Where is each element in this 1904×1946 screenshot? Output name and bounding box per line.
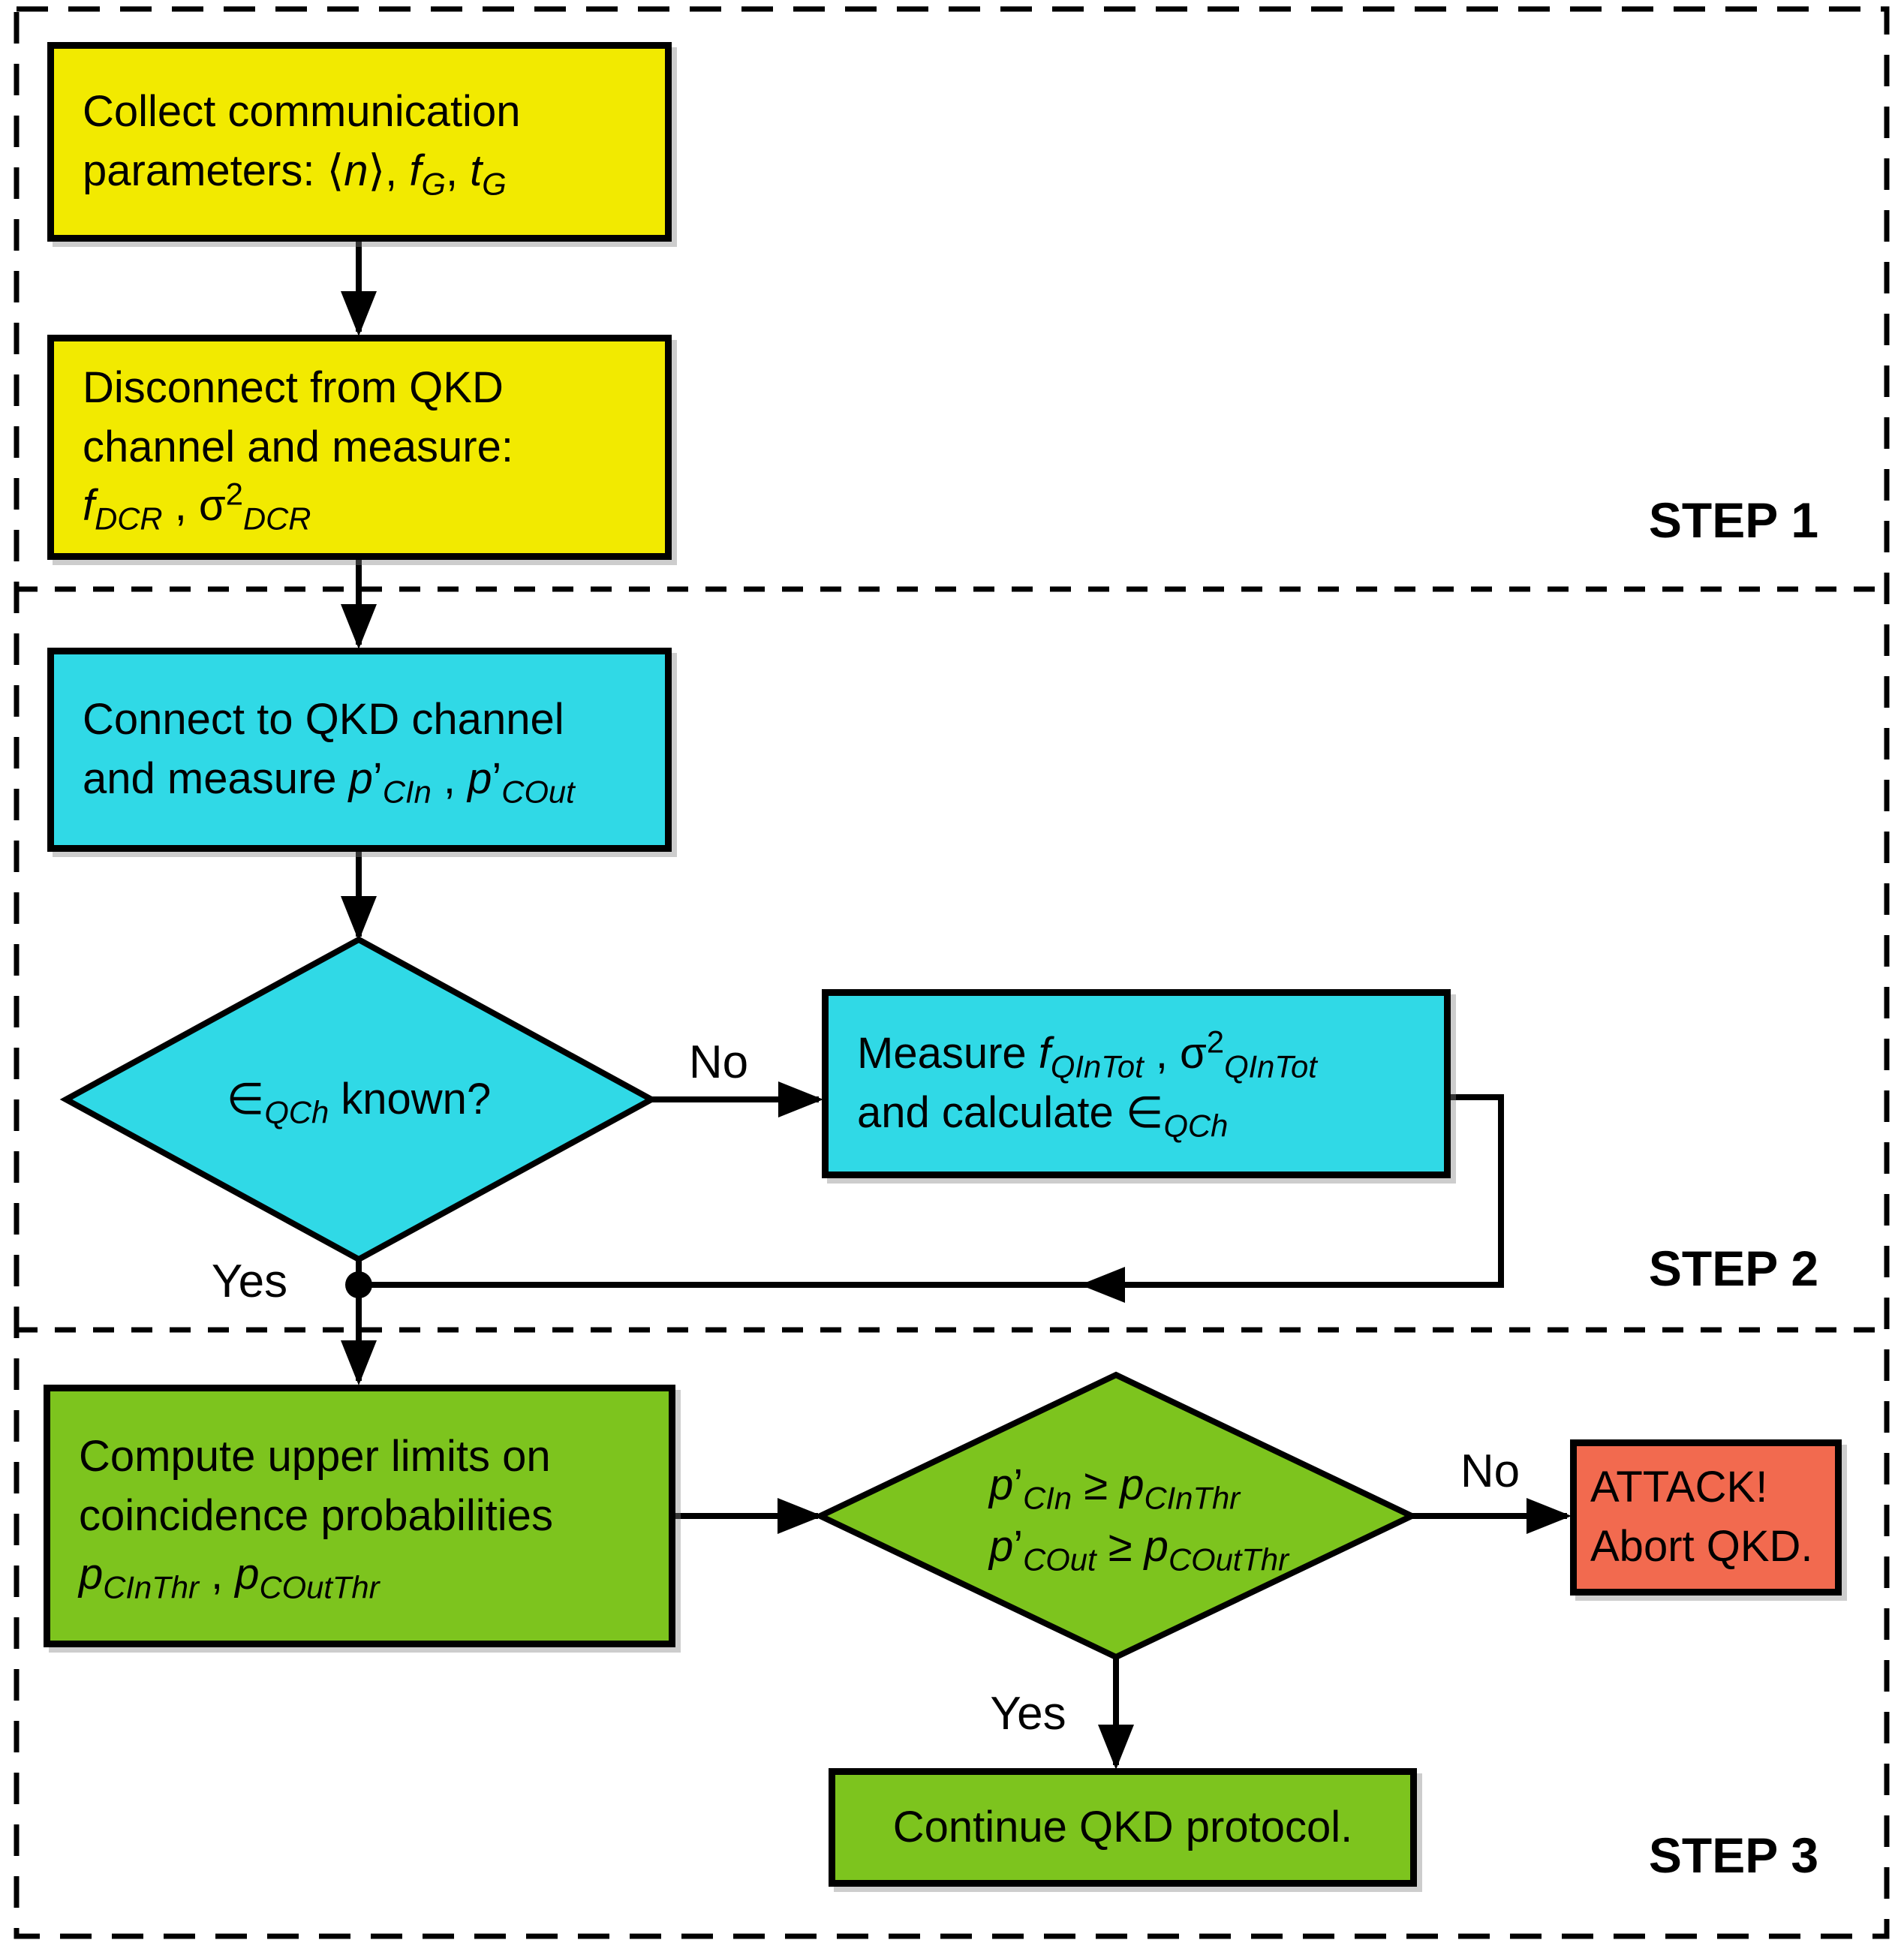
node-text-line: and measure p’CIn , p’COut	[83, 754, 575, 810]
decision-thresholds-text: p’CIn ≥ pCInThr p’COut ≥ pCOutThr	[989, 1432, 1409, 1600]
label-yes-qch: Yes	[211, 1256, 288, 1307]
label-no-threshold: No	[1460, 1445, 1520, 1497]
label-yes-threshold: Yes	[990, 1688, 1066, 1740]
node-text-line: Continue QKD protocol.	[892, 1802, 1353, 1851]
node-text-line: channel and measure:	[83, 422, 513, 471]
label-no-qch: No	[688, 1036, 749, 1088]
junction-dot	[345, 1271, 372, 1298]
node-continue-qkd: Continue QKD protocol.	[829, 1768, 1417, 1887]
node-text-line: Compute upper limits on	[79, 1431, 551, 1481]
node-disconnect-measure: Disconnect from QKD channel and measure:…	[47, 335, 672, 560]
node-text-line: Connect to QKD channel	[83, 695, 564, 744]
node-text-line: Measure fQInTot , σ2QInTot	[857, 1024, 1317, 1084]
decision-qch-known-text: ∈QCh known?	[98, 1047, 620, 1152]
loop-measure-to-junction	[1080, 1094, 1504, 1303]
node-text-line: p’CIn ≥ pCInThr	[989, 1460, 1241, 1516]
node-text-line: Disconnect from QKD	[83, 362, 504, 412]
node-text-line: ∈QCh known?	[226, 1074, 492, 1130]
node-compute-limits: Compute upper limits on coincidence prob…	[44, 1385, 675, 1647]
node-text-line: ATTACK!	[1590, 1463, 1768, 1512]
node-text-line: Abort QKD.	[1590, 1522, 1813, 1571]
node-text-line: p’COut ≥ pCOutThr	[989, 1522, 1289, 1578]
node-collect-parameters: Collect communication parameters: ⟨n⟩, f…	[47, 42, 672, 242]
node-text-line: and calculate ∈QCh	[857, 1088, 1229, 1144]
node-text-line: fDCR , σ2DCR	[83, 477, 311, 537]
node-attack-abort: ATTACK! Abort QKD.	[1570, 1439, 1842, 1596]
step3-label: STEP 3	[1648, 1827, 1819, 1883]
node-measure-qintot: Measure fQInTot , σ2QInTot and calculate…	[822, 989, 1451, 1178]
node-text-line: parameters: ⟨n⟩, fG, tG	[83, 146, 507, 202]
decision-thresholds-shape	[813, 1371, 1419, 1661]
node-text-line: coincidence probabilities	[79, 1490, 553, 1540]
node-text-line: Collect communication	[83, 87, 521, 137]
node-text-line: pCInThr , pCOutThr	[79, 1550, 380, 1606]
decision-qch-known-shape	[59, 936, 658, 1263]
node-connect-measure: Connect to QKD channel and measure p’CIn…	[47, 648, 672, 852]
step1-label: STEP 1	[1648, 492, 1819, 548]
step2-label: STEP 2	[1648, 1241, 1819, 1296]
outer-dashed-border	[14, 6, 1890, 1939]
